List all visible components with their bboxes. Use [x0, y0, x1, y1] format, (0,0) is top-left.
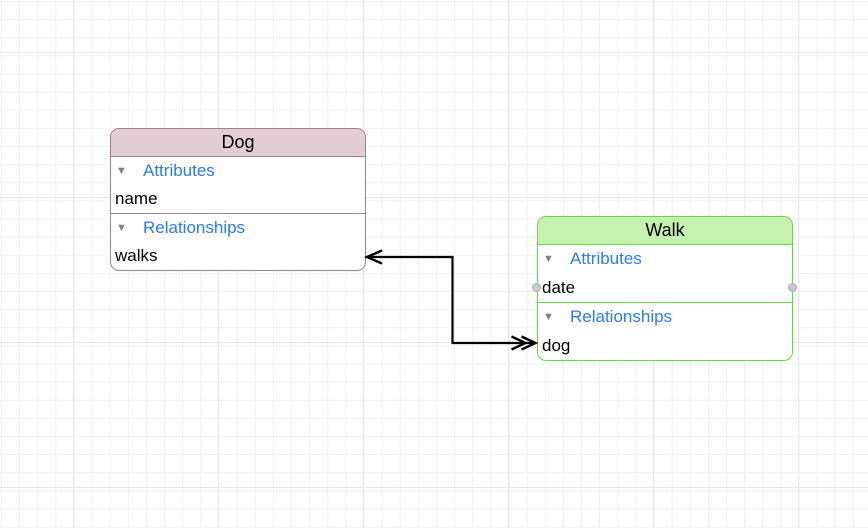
disclosure-triangle-icon[interactable]: ▼: [116, 164, 127, 177]
entity-walk-relationships-header: ▼ Relationships: [538, 303, 792, 332]
entity-walk[interactable]: Walk ▼ Attributes date ▼ Relationships d…: [537, 216, 793, 361]
relationship-connector-line[interactable]: [367, 255, 536, 345]
selection-handle-right[interactable]: [788, 283, 797, 292]
disclosure-triangle-icon[interactable]: ▼: [116, 221, 127, 234]
relationships-section-label: Relationships: [143, 218, 246, 237]
relationship-row-walks[interactable]: walks: [115, 246, 158, 265]
entity-dog-relationships-header: ▼ Relationships: [111, 214, 365, 242]
entity-walk-relationships-section: ▼ Relationships dog: [538, 302, 792, 360]
attribute-row-date[interactable]: date: [542, 277, 576, 297]
entity-dog[interactable]: Dog ▼ Attributes name ▼ Relationships wa…: [110, 128, 366, 271]
attributes-section-label: Attributes: [143, 161, 215, 180]
disclosure-triangle-icon[interactable]: ▼: [543, 310, 554, 323]
selection-handle-left[interactable]: [532, 283, 541, 292]
entity-walk-attributes-section: ▼ Attributes date: [538, 245, 792, 302]
relationships-section-label: Relationships: [570, 307, 673, 327]
entity-dog-header[interactable]: Dog: [111, 129, 365, 157]
disclosure-triangle-icon[interactable]: ▼: [543, 252, 554, 265]
entity-walk-attributes-header: ▼ Attributes: [538, 245, 792, 274]
entity-dog-title: Dog: [221, 132, 255, 152]
attributes-section-label: Attributes: [570, 249, 642, 269]
entity-dog-attributes-section: ▼ Attributes name: [111, 157, 365, 213]
relationship-row-dog[interactable]: dog: [542, 335, 571, 355]
entity-dog-relationships-section: ▼ Relationships walks: [111, 213, 365, 270]
entity-dog-attributes-header: ▼ Attributes: [111, 157, 365, 185]
entity-walk-header[interactable]: Walk: [538, 217, 792, 245]
attribute-row-name[interactable]: name: [115, 189, 158, 208]
entity-walk-title: Walk: [645, 220, 685, 240]
